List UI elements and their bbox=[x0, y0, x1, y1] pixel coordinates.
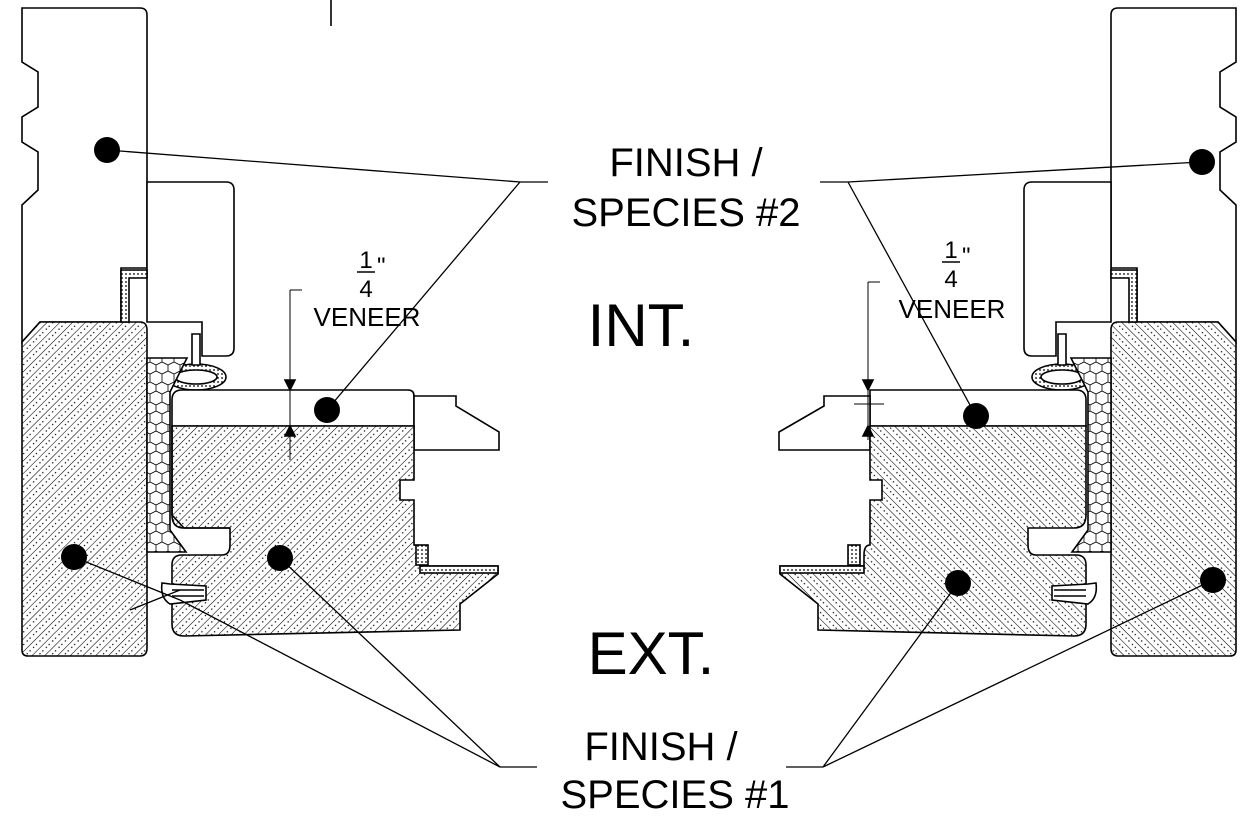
dot-right-frame-veneer bbox=[963, 403, 989, 429]
dot-right-frame-body bbox=[945, 570, 971, 596]
left-insulation bbox=[146, 357, 189, 553]
right-jamb-assembly bbox=[778, 7, 1237, 657]
left-veneer-arrow-bottom bbox=[283, 424, 297, 437]
leader-s1-left-door-b bbox=[129, 589, 181, 611]
label-finish-species-2-line2: SPECIES #2 bbox=[571, 191, 800, 235]
dot-left-frame-body bbox=[267, 545, 293, 571]
leader-s2-right-slab bbox=[847, 161, 1201, 183]
dot-left-slab bbox=[94, 137, 120, 163]
right-door-slab bbox=[1110, 7, 1237, 345]
right-veneer-numerator: 1 bbox=[944, 237, 957, 264]
label-finish-species-2-line1: FINISH / bbox=[609, 141, 763, 185]
left-weatherstrip-inner bbox=[174, 369, 218, 385]
label-finish-species-1-line1: FINISH / bbox=[584, 725, 738, 769]
left-flange bbox=[120, 269, 148, 323]
right-weatherstrip-inner bbox=[1040, 369, 1084, 385]
leader-s1-right-door bbox=[822, 579, 1214, 768]
right-stop-moulding bbox=[1023, 181, 1112, 357]
left-weatherstrip-stem bbox=[191, 333, 201, 366]
left-jamb-assembly bbox=[21, 0, 500, 657]
leader-s1-right-frame bbox=[822, 582, 959, 768]
left-door-slab bbox=[21, 7, 148, 345]
label-exterior: EXT. bbox=[588, 620, 715, 687]
right-weatherstrip-stem bbox=[1057, 333, 1067, 366]
right-door-edge-hatched bbox=[1110, 321, 1237, 657]
left-stop-moulding bbox=[146, 181, 235, 357]
right-fastener bbox=[1051, 582, 1098, 605]
right-veneer-denominator: 4 bbox=[944, 266, 957, 293]
dot-right-slab bbox=[1189, 149, 1215, 175]
left-frame-notch bbox=[171, 426, 230, 529]
leader-lines bbox=[73, 149, 1214, 768]
leader-s1-left-frame bbox=[279, 557, 501, 768]
left-door-edge-hatched bbox=[21, 321, 148, 657]
left-veneer-text: VENEER bbox=[314, 302, 421, 332]
left-sweep-strip bbox=[419, 565, 499, 574]
right-insulation bbox=[1069, 357, 1112, 553]
right-veneer-inch-mark: " bbox=[962, 243, 971, 270]
right-veneer-callout: 1 4 " VENEER bbox=[899, 237, 1006, 324]
label-finish-species-1-line2: SPECIES #1 bbox=[560, 773, 789, 816]
right-veneer-arrow-top bbox=[861, 379, 875, 392]
callout-dots bbox=[61, 137, 1226, 596]
leader-s1-left-door bbox=[73, 556, 181, 601]
left-veneer-inch-mark: " bbox=[377, 253, 386, 280]
label-interior: INT. bbox=[588, 292, 695, 359]
left-fastener bbox=[160, 582, 207, 605]
left-veneer-callout: 1 4 " VENEER bbox=[314, 247, 421, 332]
leader-s2-left-slab bbox=[106, 149, 521, 183]
leader-s1-left-fastener bbox=[179, 599, 501, 768]
leader-s2-left-frame bbox=[326, 181, 521, 411]
dot-left-frame-veneer bbox=[314, 397, 340, 423]
left-veneer-denominator: 4 bbox=[359, 276, 372, 303]
dot-right-door-edge bbox=[1200, 567, 1226, 593]
left-veneer-numerator: 1 bbox=[359, 247, 372, 274]
left-frame-veneer-cap bbox=[171, 389, 415, 427]
right-veneer-text: VENEER bbox=[899, 294, 1006, 324]
left-trim-profile bbox=[413, 395, 500, 451]
left-veneer-arrow-top bbox=[283, 379, 297, 392]
dot-left-door-edge bbox=[61, 544, 87, 570]
right-pivot-pin bbox=[847, 544, 861, 566]
right-sweep-strip bbox=[779, 565, 865, 574]
leader-s2-right-frame bbox=[847, 181, 977, 417]
right-veneer-arrow-bottom bbox=[861, 424, 875, 437]
left-frame-body bbox=[171, 425, 499, 637]
right-frame-body bbox=[779, 425, 1087, 637]
right-flange bbox=[1110, 269, 1138, 323]
left-pivot-pin bbox=[415, 544, 429, 566]
